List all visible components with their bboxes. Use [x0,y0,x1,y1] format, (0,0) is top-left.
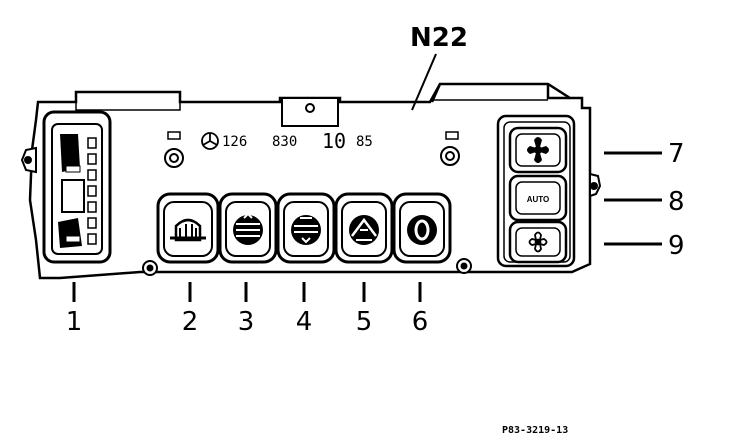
button-rear-defrost[interactable] [156,192,220,264]
lower-vent-icon [291,215,321,245]
sensor-right-icon [440,146,460,166]
indicator-led-left [167,131,181,140]
fan-low-icon [528,231,548,253]
diagram-title: N22 [410,23,468,53]
callout-2: 2 [182,307,199,337]
rear-defrost-icon [170,218,206,242]
callout-4: 4 [296,307,313,337]
callout-leaders-bottom [72,282,422,302]
callout-7: 7 [668,139,685,169]
button-upper-vent[interactable] [218,192,278,264]
button-off[interactable] [392,192,452,264]
control-panel-housing [28,82,592,280]
auto-button-label: AUTO [527,195,550,204]
callout-9: 9 [668,231,685,261]
button-fan-high[interactable] [508,126,568,174]
upper-vent-icon [233,212,263,245]
callout-leaders-right [604,151,662,246]
button-lower-vent[interactable] [276,192,336,264]
fan-high-icon [527,137,549,163]
callout-1: 1 [66,307,83,337]
part-sub: 10 [322,129,346,153]
sensor-left-icon [164,148,184,168]
callout-6: 6 [412,307,429,337]
part-code: 830 [272,134,297,150]
title-leader-line [411,53,437,111]
defrost-icon [349,215,379,245]
top-clip [281,97,339,127]
indicator-led-right [445,131,459,140]
temperature-selector[interactable] [42,110,112,264]
button-defrost[interactable] [334,192,394,264]
button-auto[interactable]: AUTO [508,174,568,222]
part-prefix: 126 [222,134,247,150]
button-fan-low[interactable] [508,220,568,264]
callout-8: 8 [668,187,685,217]
callout-3: 3 [238,307,255,337]
mounting-tabs [20,146,602,276]
figure-reference: P83-3219-13 [502,425,568,436]
off-icon [407,215,437,245]
mercedes-star-icon [201,132,219,150]
part-suffix: 85 [356,134,373,150]
callout-5: 5 [356,307,373,337]
